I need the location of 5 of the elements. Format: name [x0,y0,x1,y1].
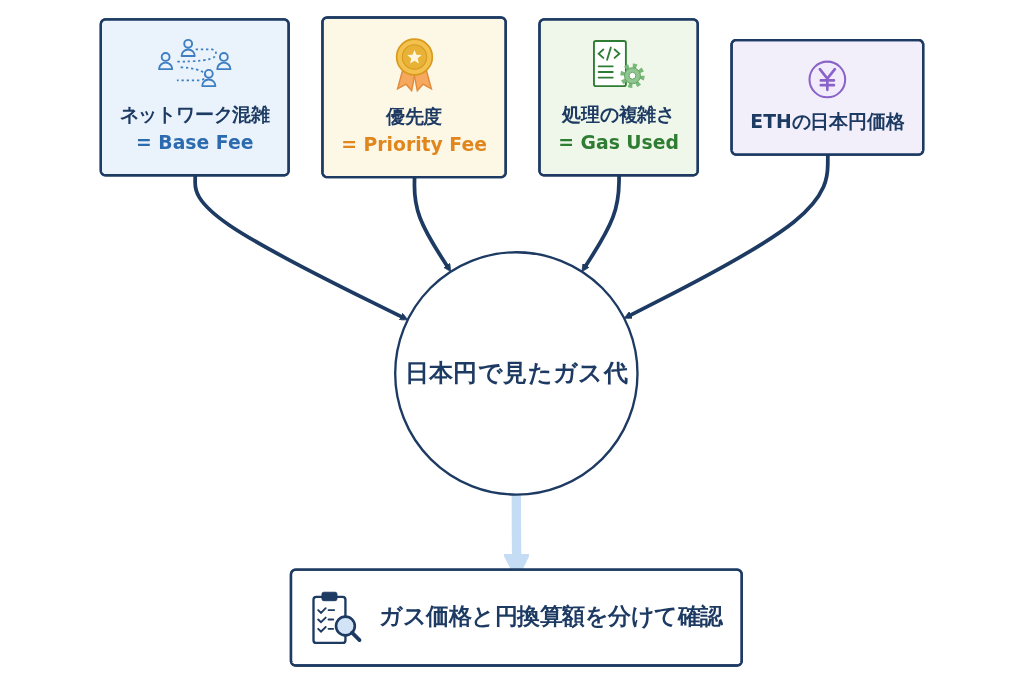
arrow [581,175,621,272]
arrow [412,177,452,272]
arrow [193,175,409,321]
node-circle: 日本円で見たガス代 [394,251,639,496]
arrow [623,155,830,319]
